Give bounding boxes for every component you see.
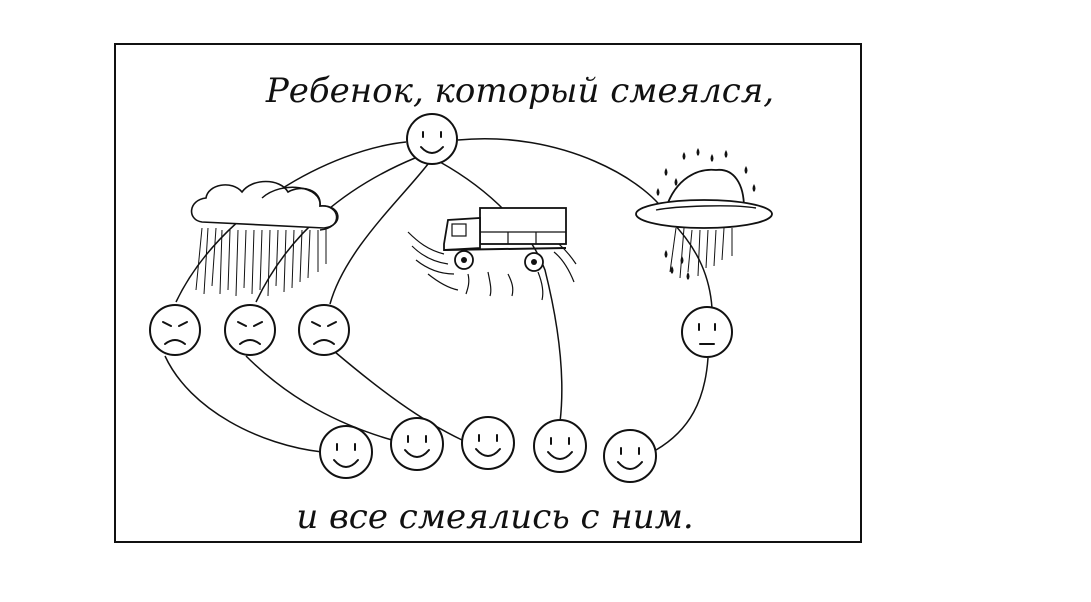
face-neutral-icon: [681, 306, 733, 358]
face-sad-2-icon: [224, 304, 276, 356]
rain-cloud-icon: [190, 180, 339, 297]
face-bottom-happy-1-icon: [319, 425, 373, 479]
face-bottom-happy-3-icon: [461, 416, 515, 470]
umbrella-rain-icon: [635, 148, 773, 280]
face-top-happy-icon: [406, 113, 458, 165]
face-bottom-happy-4-icon: [533, 419, 587, 473]
face-bottom-happy-2-icon: [390, 417, 444, 471]
caption-top: Ребенок, который смеялся,: [265, 71, 774, 111]
caption-bottom: и все смеялись с ним.: [296, 497, 693, 537]
link-neutral-happy5: [655, 357, 709, 451]
link-sad3-happy3: [334, 351, 463, 441]
face-sad-1-icon: [149, 304, 201, 356]
face-sad-3-icon: [298, 304, 350, 356]
connection-lines: [164, 138, 713, 453]
face-bottom-happy-5-icon: [603, 429, 657, 483]
truck-splash-icon: [407, 207, 577, 301]
link-sad2-happy2: [245, 355, 393, 441]
link-top-truck-bottom: [439, 161, 563, 423]
link-top-to-sad-3: [329, 163, 429, 305]
link-sad1-happy1: [164, 355, 323, 453]
